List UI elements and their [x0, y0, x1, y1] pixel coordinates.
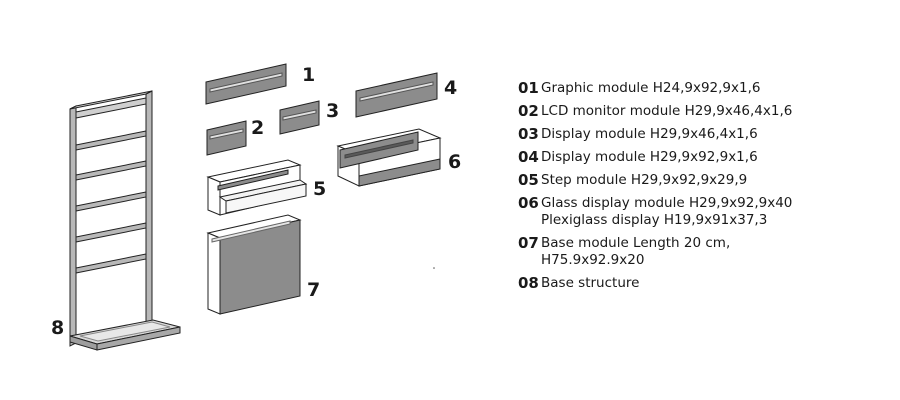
legend-text: Graphic module H24,9x92,9x1,6	[541, 80, 761, 96]
legend-number: 05	[518, 171, 539, 189]
legend-text-line2: H75.9x92.9x20	[541, 252, 645, 268]
callout-2: 2	[251, 117, 264, 139]
callout-8: 8	[51, 317, 64, 339]
callout-4: 4	[444, 77, 457, 99]
legend-item-08: 08 Base structure	[518, 275, 888, 292]
lcd-monitor-module	[206, 120, 247, 156]
legend-text: LCD monitor module H29,9x46,4x1,6	[541, 103, 793, 119]
legend-number: 04	[518, 148, 539, 166]
legend-number: 01	[518, 79, 539, 97]
callout-1: 1	[302, 64, 315, 86]
legend-text: Display module H29,9x92,9x1,6	[541, 149, 758, 165]
legend-item-04: 04 Display module H29,9x92,9x1,6	[518, 149, 888, 166]
legend-item-06: 06 Glass display module H29,9x92,9x40 Pl…	[518, 195, 888, 229]
legend-item-05: 05 Step module H29,9x92,9x29,9	[518, 172, 888, 189]
step-module	[206, 159, 308, 216]
callout-7: 7	[307, 279, 320, 301]
display-module-large	[355, 72, 438, 118]
legend-text: Glass display module H29,9x92,9x40	[541, 195, 793, 211]
legend-item-02: 02 LCD monitor module H29,9x46,4x1,6	[518, 103, 888, 120]
legend-text: Base structure	[541, 275, 640, 291]
legend-number: 07	[518, 234, 539, 252]
legend-number: 02	[518, 102, 539, 120]
legend-number: 03	[518, 125, 539, 143]
legend-item-07: 07 Base module Length 20 cm, H75.9x92.9x…	[518, 235, 888, 269]
legend-text: Step module H29,9x92,9x29,9	[541, 172, 748, 188]
glass-display-module	[336, 128, 442, 187]
module-legend: 01 Graphic module H24,9x92,9x1,6 02 LCD …	[518, 80, 888, 298]
base-structure-frame	[69, 90, 181, 351]
legend-item-03: 03 Display module H29,9x46,4x1,6	[518, 126, 888, 143]
legend-number: 08	[518, 274, 539, 292]
legend-text-line2: Plexiglass display H19,9x91x37,3	[541, 212, 768, 228]
base-module	[206, 214, 302, 315]
legend-text: Base module Length 20 cm,	[541, 235, 731, 251]
callout-5: 5	[313, 178, 326, 200]
stray-dot	[433, 267, 435, 269]
display-module-small	[279, 100, 320, 135]
legend-item-01: 01 Graphic module H24,9x92,9x1,6	[518, 80, 888, 97]
legend-number: 06	[518, 194, 539, 212]
callout-3: 3	[326, 100, 339, 122]
callout-6: 6	[448, 151, 461, 173]
legend-text: Display module H29,9x46,4x1,6	[541, 126, 758, 142]
graphic-module	[205, 63, 287, 105]
